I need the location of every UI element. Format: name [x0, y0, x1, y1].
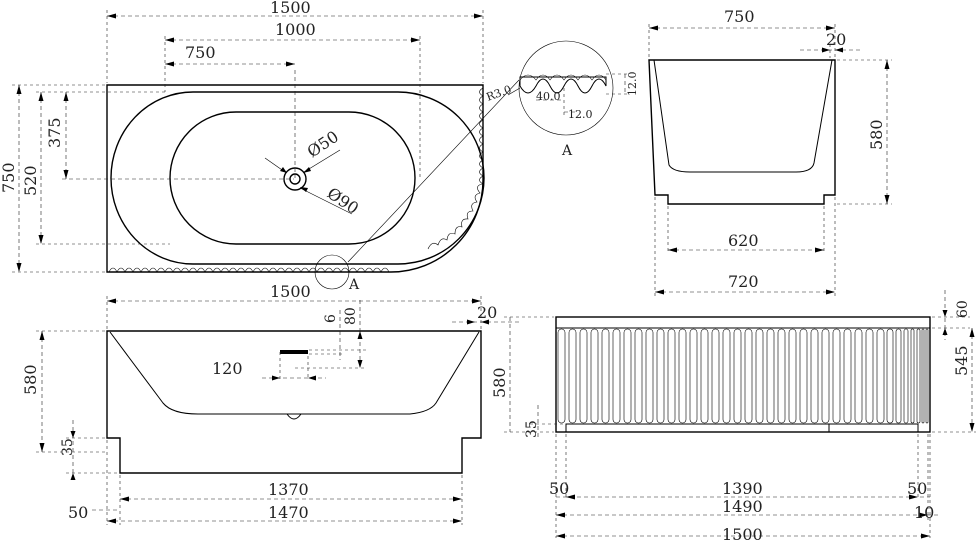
side-top-label: 60: [955, 300, 971, 318]
side-left-margin-label: 50: [549, 479, 569, 498]
end-top-width-label: 750: [724, 7, 755, 26]
end-height-label: 580: [867, 119, 886, 150]
detail-radius-label: R3.0: [485, 83, 514, 104]
side-span-1490-label: 1490: [722, 497, 763, 516]
front-base-label: 35: [60, 438, 76, 456]
side-total-label: 1500: [722, 525, 763, 544]
end-view-outline: [648, 59, 836, 205]
end-base-outer-label: 720: [728, 272, 759, 291]
side-view-base: [565, 423, 919, 433]
end-view: 750 20 580 620 720: [648, 7, 892, 296]
end-view-inner: [653, 59, 833, 173]
side-right-margin-label: 50: [907, 479, 927, 498]
front-view-inner: [109, 331, 480, 415]
front-length-label: 1500: [270, 282, 311, 301]
drain-d50-label: Ø50: [304, 127, 342, 161]
detail-groove-label: 12.0: [568, 108, 593, 121]
end-base-inner-label: 620: [728, 231, 759, 250]
side-view: 580 35 60 545 50 1390 50 1490 10: [490, 290, 976, 544]
top-width-750-label: 750: [0, 162, 18, 193]
top-view-basin: [169, 111, 416, 245]
detail-a-profile: [519, 76, 607, 94]
side-base-label: 35: [524, 420, 540, 438]
drain-outlet: [286, 413, 302, 420]
front-overflow-6-label: 6: [323, 314, 339, 323]
front-margin-label: 50: [68, 503, 88, 522]
top-half-750-label: 750: [185, 43, 216, 62]
overflow-slot: [280, 350, 308, 354]
front-height-label: 580: [21, 364, 40, 395]
top-length-label: 1500: [270, 0, 311, 17]
front-rim-label: 20: [477, 303, 497, 322]
detail-a-title: A: [561, 143, 573, 159]
side-view-flutes: [557, 328, 929, 424]
top-view-fluting-bottom: [108, 267, 390, 273]
detail-a-marker: [314, 254, 350, 290]
top-offset-375-label: 375: [45, 117, 64, 148]
top-offset-1000-label: 1000: [275, 20, 316, 39]
side-view-outline: [555, 316, 931, 433]
detail-a-circle: [518, 40, 614, 136]
side-middle-label: 1390: [722, 479, 763, 498]
front-outer-label: 1470: [268, 503, 309, 522]
top-view: Ø50 Ø90 A 1500 1000 750 750: [0, 0, 485, 293]
side-left-height-label: 580: [490, 367, 509, 398]
top-offset-520-label: 520: [21, 165, 40, 196]
front-view: 1500 20 6 80 120 580 35: [21, 282, 520, 525]
front-view-outline: [106, 330, 482, 474]
front-overflow-120-label: 120: [212, 359, 243, 378]
detail-a-marker-label: A: [348, 277, 360, 293]
detail-depth-label: 12.0: [626, 72, 639, 97]
detail-pitch-label: 40.0: [536, 90, 561, 103]
top-view-rim: [110, 91, 485, 265]
top-view-outline: [106, 84, 484, 273]
front-inner-label: 1370: [268, 480, 309, 499]
side-height-label: 545: [952, 345, 971, 376]
side-offset-10-label: 10: [914, 503, 934, 522]
top-view-fluting-right: [427, 87, 484, 250]
drain-d90-label: Ø90: [324, 184, 362, 218]
end-rim-label: 20: [826, 30, 846, 49]
front-overflow-80-label: 80: [343, 307, 359, 325]
